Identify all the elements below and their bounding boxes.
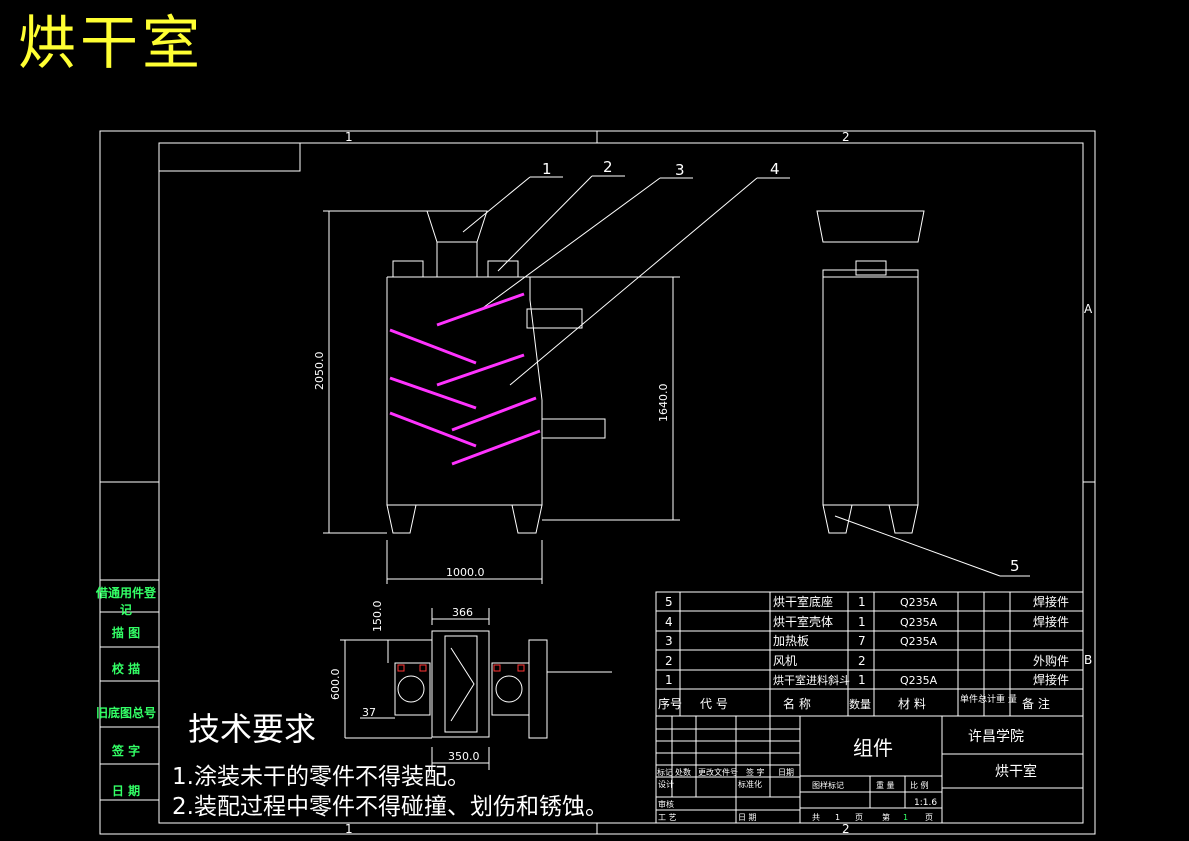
side-label-2: 校 描 bbox=[111, 662, 141, 676]
tb-assembly: 组件 bbox=[853, 736, 893, 760]
side-label-1: 描 图 bbox=[111, 626, 141, 640]
svg-text:名 称: 名 称 bbox=[783, 696, 811, 711]
svg-text:风机: 风机 bbox=[773, 654, 797, 668]
svg-text:2: 2 bbox=[858, 654, 866, 668]
corner-box bbox=[158, 142, 301, 172]
side-label-3: 旧底图总号 bbox=[95, 706, 156, 720]
zone-right-b: B bbox=[1084, 653, 1092, 667]
hopper bbox=[426, 210, 488, 243]
svg-text:2: 2 bbox=[665, 654, 673, 668]
svg-text:材 料: 材 料 bbox=[898, 697, 926, 711]
callout-3: 3 bbox=[675, 161, 685, 179]
zone-right-a: A bbox=[1084, 302, 1093, 316]
zone-bot-2: 2 bbox=[842, 822, 850, 836]
svg-text:备 注: 备 注 bbox=[1022, 696, 1050, 711]
svg-text:签 字: 签 字 bbox=[746, 767, 765, 777]
svg-text:页: 页 bbox=[925, 813, 933, 822]
svg-text:代 号: 代 号 bbox=[700, 697, 728, 711]
side-hopper bbox=[816, 210, 925, 243]
svg-text:加热板: 加热板 bbox=[773, 634, 809, 648]
svg-text:比 例: 比 例 bbox=[910, 780, 929, 790]
svg-text:标记: 标记 bbox=[657, 767, 673, 777]
svg-text:标准化: 标准化 bbox=[738, 779, 762, 789]
side-label-4: 签 字 bbox=[111, 744, 141, 758]
dim-height-body: 1640.0 bbox=[657, 384, 670, 423]
svg-text:日期: 日期 bbox=[778, 768, 794, 777]
svg-text:重 量: 重 量 bbox=[876, 780, 895, 790]
svg-text:工 艺: 工 艺 bbox=[658, 813, 677, 822]
svg-text:7: 7 bbox=[858, 634, 866, 648]
tech-req-item-2: 2.装配过程中零件不得碰撞、划伤和锈蚀。 bbox=[172, 794, 608, 820]
svg-text:1: 1 bbox=[858, 595, 866, 609]
svg-text:烘干室壳体: 烘干室壳体 bbox=[773, 614, 833, 629]
fan-duct-lower bbox=[541, 418, 606, 439]
svg-text:焊接件: 焊接件 bbox=[1033, 672, 1069, 687]
tech-req-heading: 技术要求 bbox=[188, 710, 317, 748]
side-label-0: 借通用件登记 bbox=[95, 586, 156, 617]
dim-width-body: 1000.0 bbox=[446, 566, 485, 579]
svg-text:焊接件: 焊接件 bbox=[1033, 594, 1069, 609]
svg-text:共: 共 bbox=[812, 813, 820, 822]
svg-text:Q235A: Q235A bbox=[900, 674, 938, 687]
callout-4: 4 bbox=[770, 160, 780, 178]
zone-top-2: 2 bbox=[842, 130, 850, 144]
svg-text:1: 1 bbox=[858, 615, 866, 629]
svg-text:1: 1 bbox=[665, 673, 673, 687]
svg-text:5: 5 bbox=[665, 595, 673, 609]
tb-scale: 1:1.6 bbox=[914, 798, 937, 808]
tb-drawing-name: 烘干室 bbox=[995, 763, 1037, 780]
title-block bbox=[655, 715, 1084, 824]
fan-left bbox=[394, 662, 431, 716]
svg-text:页: 页 bbox=[855, 813, 863, 822]
svg-text:审核: 审核 bbox=[658, 799, 674, 809]
svg-text:第: 第 bbox=[882, 812, 890, 822]
svg-text:图样标记: 图样标记 bbox=[812, 780, 844, 790]
zone-bot-1: 1 bbox=[345, 822, 353, 836]
dim-600: 600.0 bbox=[329, 669, 342, 701]
svg-text:1: 1 bbox=[858, 673, 866, 687]
svg-text:数量: 数量 bbox=[849, 698, 871, 711]
callout-1: 1 bbox=[542, 160, 552, 178]
svg-text:日 期: 日 期 bbox=[738, 813, 757, 822]
side-label-5: 日 期 bbox=[111, 784, 141, 798]
svg-text:外购件: 外购件 bbox=[1033, 653, 1069, 668]
top-view-housing bbox=[431, 630, 490, 738]
heater-plates bbox=[389, 292, 541, 466]
svg-text:处数: 处数 bbox=[675, 767, 691, 777]
svg-text:Q235A: Q235A bbox=[900, 635, 938, 648]
dim-350: 350.0 bbox=[448, 750, 480, 763]
dim-37: 37 bbox=[362, 706, 376, 719]
svg-text:单件总计重 量: 单件总计重 量 bbox=[960, 693, 1017, 705]
dim-366: 366 bbox=[452, 606, 473, 619]
tb-school: 许昌学院 bbox=[968, 729, 1024, 745]
fan-duct-upper bbox=[526, 308, 583, 329]
leg-right bbox=[511, 504, 543, 534]
side-body bbox=[822, 269, 919, 506]
svg-text:Q235A: Q235A bbox=[900, 616, 938, 629]
dim-height-total: 2050.0 bbox=[313, 352, 326, 391]
callout-2: 2 bbox=[603, 158, 613, 176]
tech-req-item-1: 1.涂装未干的零件不得装配。 bbox=[172, 764, 470, 790]
svg-text:烘干室底座: 烘干室底座 bbox=[773, 594, 833, 609]
svg-text:更改文件号: 更改文件号 bbox=[698, 767, 738, 777]
callout-5: 5 bbox=[1010, 557, 1020, 575]
drawing-title: 烘干室 bbox=[18, 9, 205, 77]
svg-text:设计: 设计 bbox=[658, 779, 674, 789]
svg-text:4: 4 bbox=[665, 615, 673, 629]
svg-text:1: 1 bbox=[835, 813, 840, 822]
svg-text:烘干室进料斜斗: 烘干室进料斜斗 bbox=[773, 673, 850, 687]
svg-text:序号: 序号 bbox=[658, 696, 682, 711]
svg-text:1: 1 bbox=[903, 813, 908, 822]
svg-text:Q235A: Q235A bbox=[900, 596, 938, 609]
svg-text:3: 3 bbox=[665, 634, 673, 648]
svg-text:焊接件: 焊接件 bbox=[1033, 614, 1069, 629]
inner-frame bbox=[158, 142, 1084, 824]
leg-left bbox=[386, 504, 417, 534]
dim-150: 150.0 bbox=[371, 601, 384, 633]
zone-top-1: 1 bbox=[345, 130, 353, 144]
dryer-body bbox=[386, 276, 543, 506]
